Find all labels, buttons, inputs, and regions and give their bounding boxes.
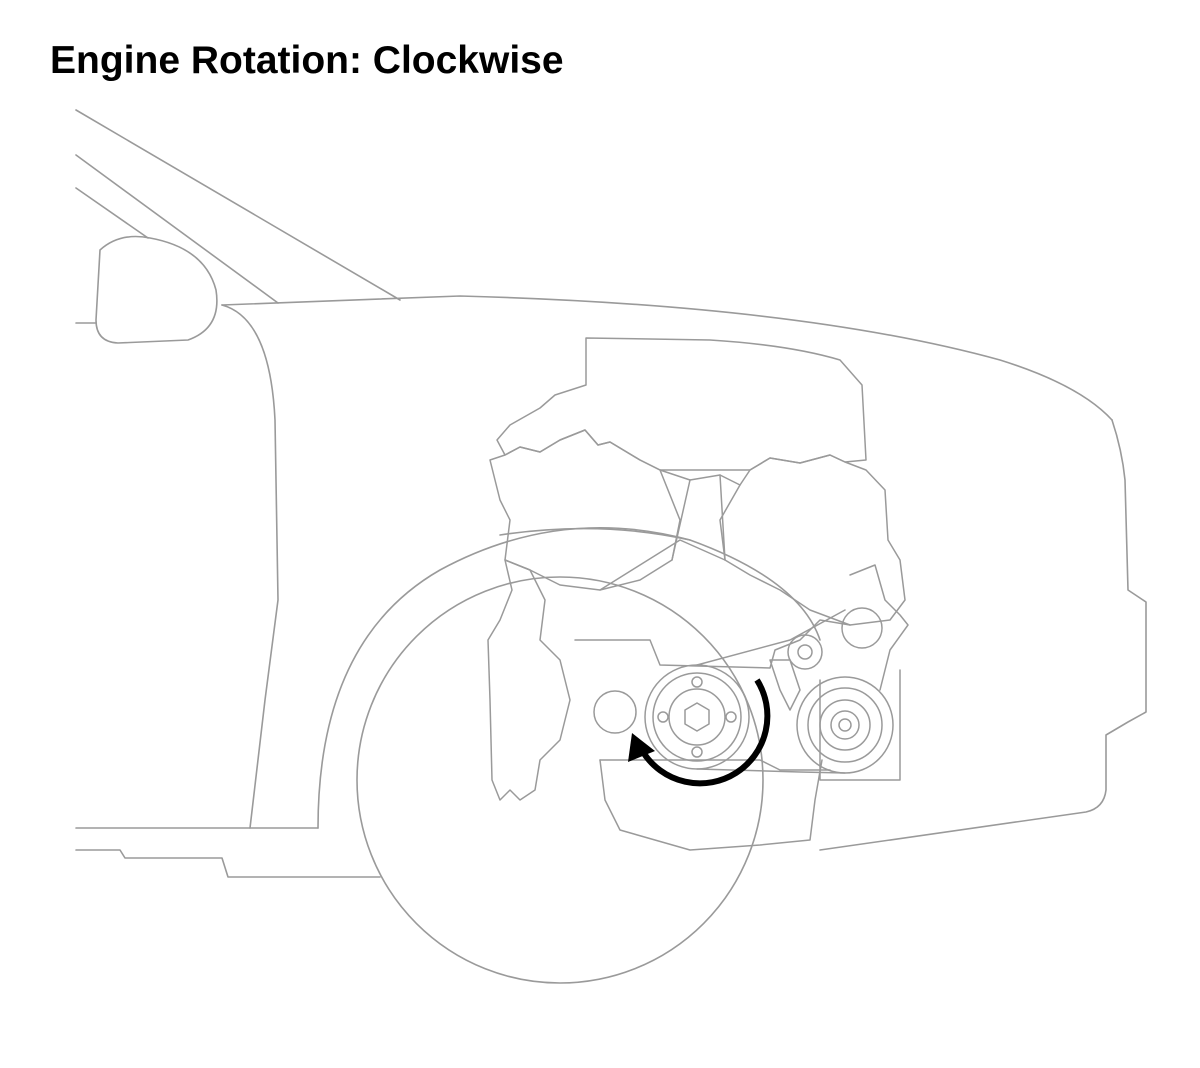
idler-pulley-left bbox=[593, 690, 637, 734]
windshield-line-2 bbox=[75, 154, 279, 304]
drive-belt-lower bbox=[696, 768, 846, 774]
lower-bracket bbox=[599, 759, 831, 771]
page-title: Engine Rotation: Clockwise bbox=[50, 39, 564, 82]
crankshaft-bolt bbox=[684, 702, 710, 732]
crankshaft-hole-1 bbox=[691, 676, 703, 688]
ac-compressor-ring-3 bbox=[830, 710, 860, 740]
side-mirror bbox=[95, 235, 218, 344]
crankshaft-pulley-outer bbox=[644, 664, 750, 770]
alternator-pulley bbox=[841, 607, 883, 649]
ac-compressor-ring-1 bbox=[807, 687, 883, 763]
front-wheel bbox=[356, 576, 764, 984]
alternator-body bbox=[849, 564, 909, 691]
windshield-line-1 bbox=[75, 109, 401, 301]
crankshaft-pulley-rim bbox=[652, 672, 742, 762]
rocker-lower bbox=[75, 849, 381, 878]
wheel-arch bbox=[317, 526, 821, 829]
crankshaft-hole-2 bbox=[725, 711, 737, 723]
engine-top-cover bbox=[496, 337, 867, 471]
engine-detail-4 bbox=[599, 539, 726, 591]
cylinder-head-right bbox=[719, 454, 906, 626]
vehicle-outline bbox=[75, 109, 1147, 984]
transmission-case bbox=[487, 559, 571, 801]
oil-pan bbox=[599, 759, 823, 851]
tensioner-hub bbox=[797, 644, 813, 660]
ac-compressor-pulley bbox=[796, 676, 894, 774]
door-pillar bbox=[221, 304, 279, 829]
engine-assembly bbox=[487, 337, 909, 851]
crankshaft-hole-3 bbox=[691, 746, 703, 758]
engine-detail-1 bbox=[659, 469, 741, 486]
rotation-arrow-path bbox=[640, 678, 771, 787]
accessory-bracket bbox=[574, 619, 851, 669]
rotation-arrow-head bbox=[628, 733, 655, 762]
crankshaft-hole-4 bbox=[657, 711, 669, 723]
tensioner-arm bbox=[769, 659, 801, 711]
hood-line bbox=[221, 295, 1113, 421]
inner-arch bbox=[499, 527, 691, 541]
front-bumper bbox=[819, 419, 1147, 851]
rotation-arrow bbox=[628, 678, 771, 787]
ac-compressor-hub bbox=[838, 718, 852, 732]
crankshaft-pulley-ring bbox=[668, 688, 726, 746]
engine-detail-2 bbox=[671, 479, 691, 561]
drive-belt-upper bbox=[696, 609, 846, 666]
windshield-line-3 bbox=[75, 187, 149, 239]
engine-detail-3 bbox=[719, 474, 726, 561]
ac-compressor-ring-2 bbox=[819, 699, 871, 751]
alternator-mount bbox=[819, 669, 901, 781]
tensioner-pulley bbox=[787, 634, 823, 670]
